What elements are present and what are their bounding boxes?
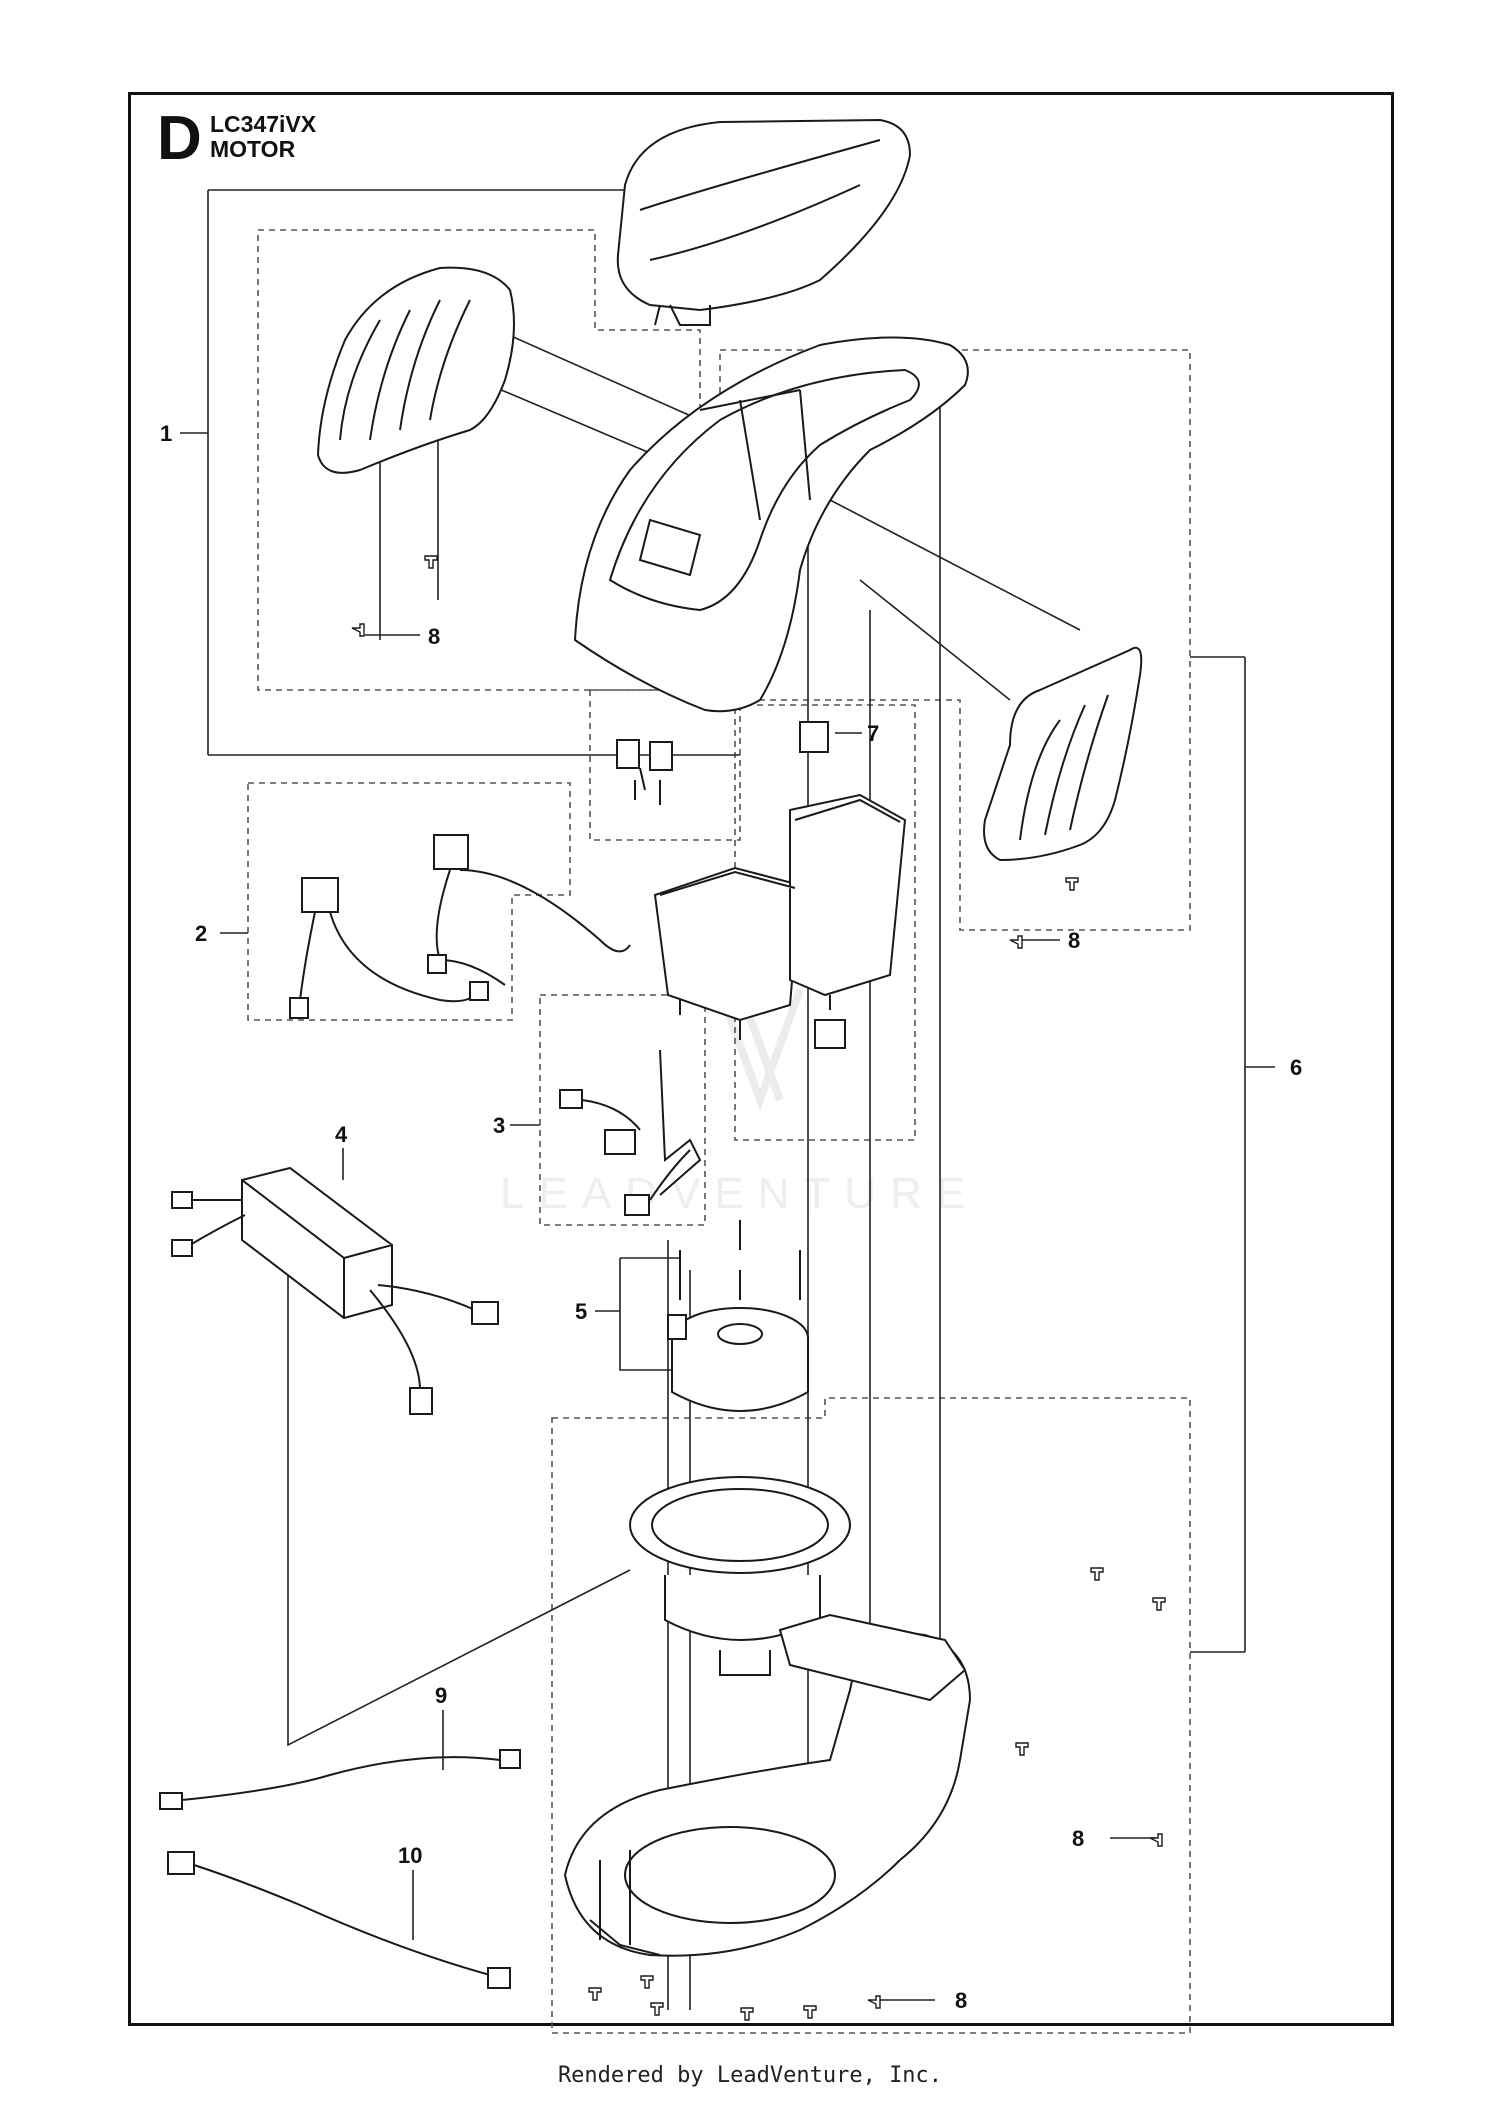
bracket-6: [1190, 656, 1275, 1653]
model-name: LC347iVX: [210, 111, 317, 137]
wiring-harness-part: [289, 834, 631, 1019]
switches-part: [616, 739, 673, 805]
callout-10: 10: [398, 1843, 422, 1868]
right-side-panel-part: [983, 646, 1143, 862]
base-housing-part: [563, 1613, 972, 1957]
screws: [351, 555, 1166, 2021]
assembly-axis-lines: [359, 270, 1081, 2010]
callout-2: 2: [195, 921, 207, 946]
watermark-text: LEADVENTURE: [500, 1169, 979, 1218]
cable-10-part: [167, 1851, 511, 1989]
controller-box-part: [171, 1166, 499, 1415]
group-box-harness: [539, 994, 706, 1226]
group-box-wiring: [247, 782, 571, 1021]
cable-9-part: [159, 1749, 521, 1810]
callout-8-right-panel: 8: [1068, 928, 1080, 953]
callout-1: 1: [160, 421, 172, 446]
motor-bowl-part: [629, 1476, 851, 1676]
harness-3-part: [559, 1049, 702, 1216]
group-box-base: [551, 1397, 1191, 2034]
leader-4-to-base: [287, 1255, 631, 1747]
callout-3: 3: [493, 1113, 505, 1138]
callout-9: 9: [435, 1683, 447, 1708]
upper-cover-part: [573, 336, 969, 713]
group-box-upper-cover: [257, 229, 701, 691]
diagram-title: LC347iVX MOTOR: [210, 112, 316, 162]
section-letter: D: [157, 104, 202, 173]
leader-lines: [180, 189, 1275, 2010]
left-side-panel-part: [316, 266, 515, 474]
footer-credit: Rendered by LeadVenture, Inc.: [557, 2063, 943, 2088]
motor-part: [667, 1220, 809, 1412]
battery-housing-part: [653, 721, 907, 1049]
callout-8-base-right: 8: [1072, 1826, 1084, 1851]
top-cap-part: [616, 118, 912, 326]
diagram-frame: [128, 92, 1394, 2026]
callout-8-upper-left: 8: [428, 624, 440, 649]
assembly-name: MOTOR: [210, 136, 296, 162]
bracket-5: [595, 1257, 690, 1371]
callout-8-base-bottom: 8: [955, 1988, 967, 2013]
bracket-1: [180, 189, 740, 756]
callout-5: 5: [575, 1299, 587, 1324]
callout-4: 4: [335, 1122, 348, 1147]
callout-7: 7: [867, 721, 879, 746]
callout-6: 6: [1290, 1055, 1302, 1080]
